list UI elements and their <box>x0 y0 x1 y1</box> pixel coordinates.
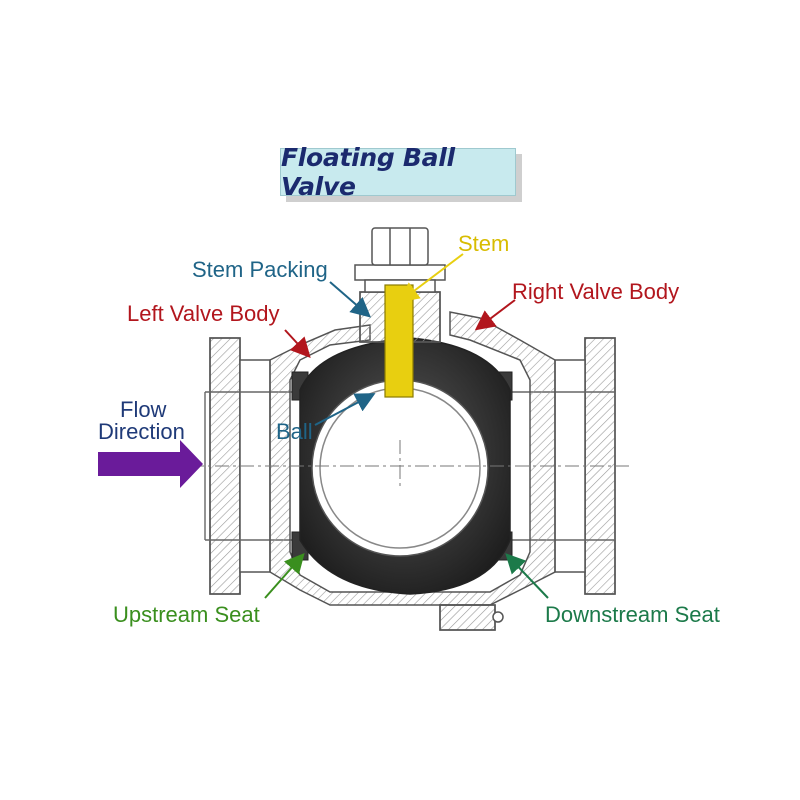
stem-packing-label: Stem Packing <box>192 257 328 282</box>
ball-leader <box>314 393 376 426</box>
downstream-seat-leader <box>505 553 549 599</box>
flow-label-line2: Direction <box>98 419 185 444</box>
right-valve-body-label: Right Valve Body <box>512 279 680 304</box>
center-lines <box>190 440 630 490</box>
stem-packing-leader <box>329 281 372 318</box>
upstream-seat-label: Upstream Seat <box>113 602 260 627</box>
bottom-boss <box>439 604 504 631</box>
ball-label: Ball <box>276 419 313 444</box>
stem-shaft <box>384 284 414 398</box>
upstream-seat-leader <box>264 552 305 599</box>
flow-label-line1: Flow <box>120 397 167 422</box>
diagram-title: Floating Ball Valve <box>281 143 455 201</box>
flow-arrow <box>98 440 203 488</box>
right-body-leader <box>474 299 516 331</box>
stem-leader <box>398 253 464 303</box>
left-valve-body-label: Left Valve Body <box>127 301 280 326</box>
title-banner: Floating Ball Valve <box>280 143 516 201</box>
left-body-leader <box>284 329 311 358</box>
stem-label: Stem <box>458 231 510 256</box>
downstream-seat-label: Downstream Seat <box>545 602 720 627</box>
